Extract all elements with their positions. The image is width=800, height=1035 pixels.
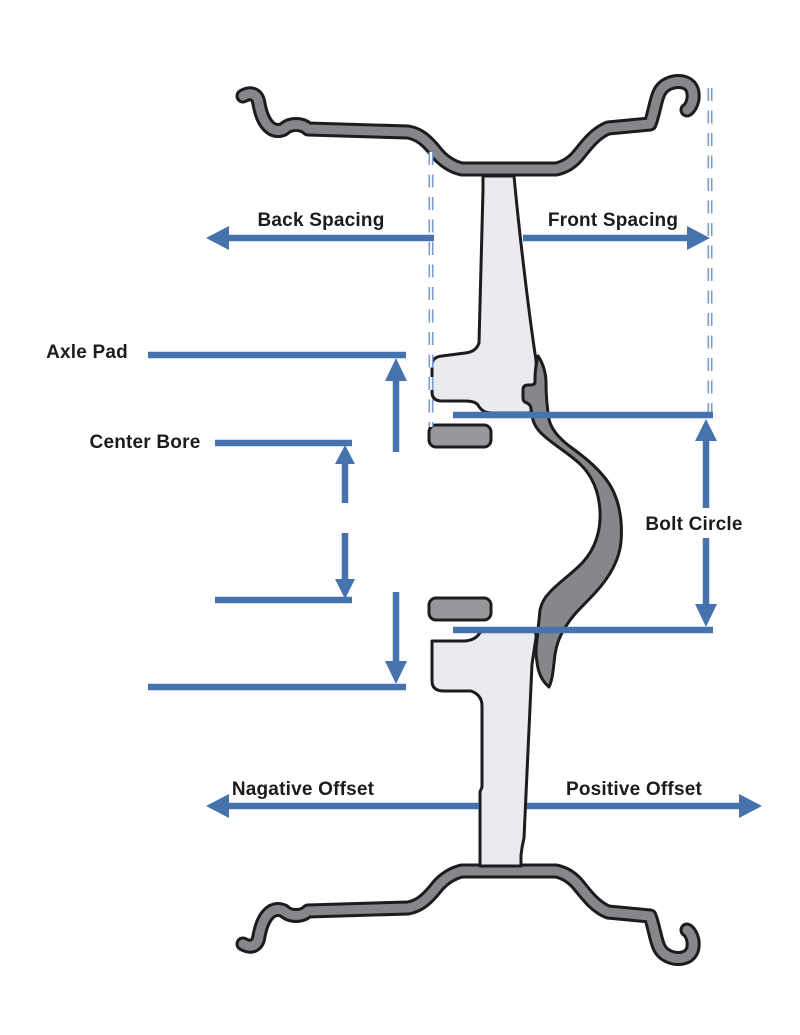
bolt-circle-label: Bolt Circle bbox=[645, 514, 743, 535]
hub-pad-lower bbox=[427, 596, 493, 622]
wheel-spoke-upper bbox=[430, 174, 540, 415]
bolt-circle-arrow-up bbox=[695, 419, 717, 508]
center-bore-arrow-down bbox=[335, 533, 355, 599]
bottom-rim bbox=[235, 863, 701, 966]
hub-pad-upper bbox=[427, 423, 493, 449]
center-bore-label: Center Bore bbox=[89, 432, 201, 453]
top-rim-fill bbox=[238, 77, 698, 174]
wheel-barrel bbox=[521, 354, 623, 689]
axle-pad-label: Axle Pad bbox=[46, 342, 128, 363]
front-spacing-label: Front Spacing bbox=[547, 210, 679, 231]
back-spacing-label: Back Spacing bbox=[257, 210, 385, 231]
bolt-circle-arrow-down bbox=[695, 538, 717, 627]
front-spacing-arrow bbox=[523, 226, 710, 250]
axle-pad-arrow-down bbox=[385, 592, 407, 684]
positive-offset-arrow bbox=[527, 794, 762, 818]
negative-offset-label: Nagative Offset bbox=[231, 779, 375, 800]
axle-pad-arrow-up bbox=[385, 358, 407, 452]
negative-offset-arrow bbox=[206, 794, 479, 818]
center-bore-arrow-up bbox=[335, 445, 355, 503]
wheel-spoke-lower bbox=[430, 627, 538, 868]
back-spacing-arrow bbox=[206, 226, 434, 250]
bottom-rim-fill bbox=[238, 866, 698, 963]
top-rim bbox=[235, 74, 701, 177]
positive-offset-label: Positive Offset bbox=[565, 779, 703, 800]
